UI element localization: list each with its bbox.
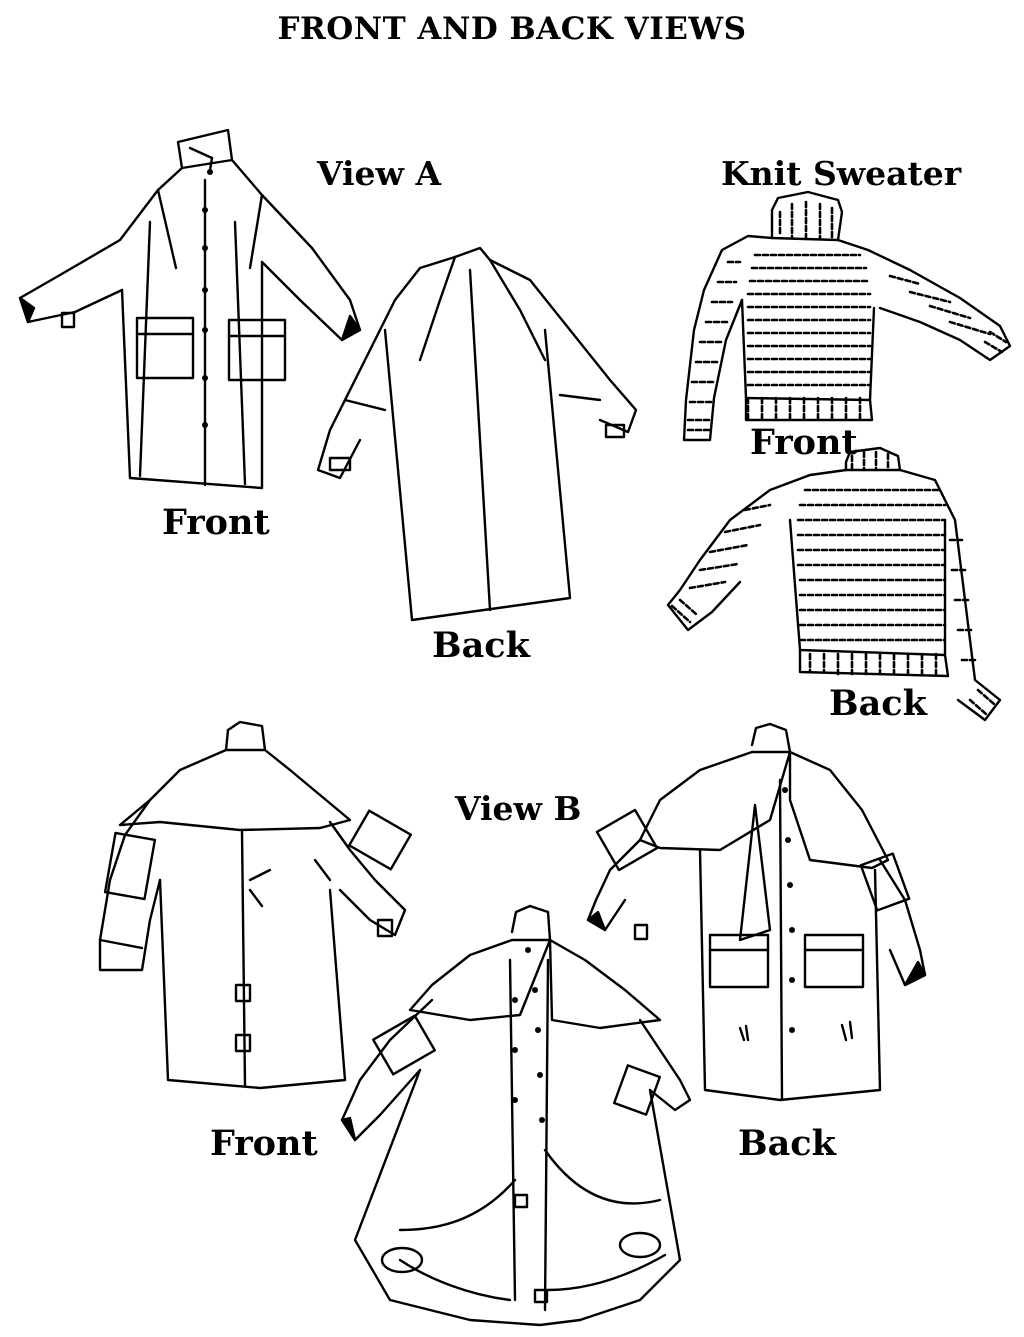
view-b-heading: View B	[455, 789, 582, 828]
view-b-open-coat-drawing	[340, 904, 692, 1327]
page-title: FRONT AND BACK VIEWS	[277, 11, 747, 47]
sweater-front-drawing	[682, 190, 1012, 442]
knit-sweater-heading: Knit Sweater	[721, 154, 962, 193]
view-a-heading: View A	[317, 154, 442, 193]
view-a-back-label: Back	[432, 625, 530, 666]
view-a-front-coat-drawing	[18, 128, 362, 490]
view-a-front-label: Front	[162, 502, 270, 543]
view-b-back-coat-drawing	[586, 722, 927, 1102]
sweater-front-label: Front	[750, 422, 858, 463]
view-b-front-label: Front	[210, 1123, 318, 1164]
view-b-back-label: Back	[738, 1123, 836, 1164]
sweater-back-drawing	[666, 446, 1002, 722]
view-a-back-coat-drawing	[316, 246, 638, 622]
view-b-front-coat-drawing	[98, 720, 412, 1090]
sweater-back-label: Back	[829, 683, 927, 724]
